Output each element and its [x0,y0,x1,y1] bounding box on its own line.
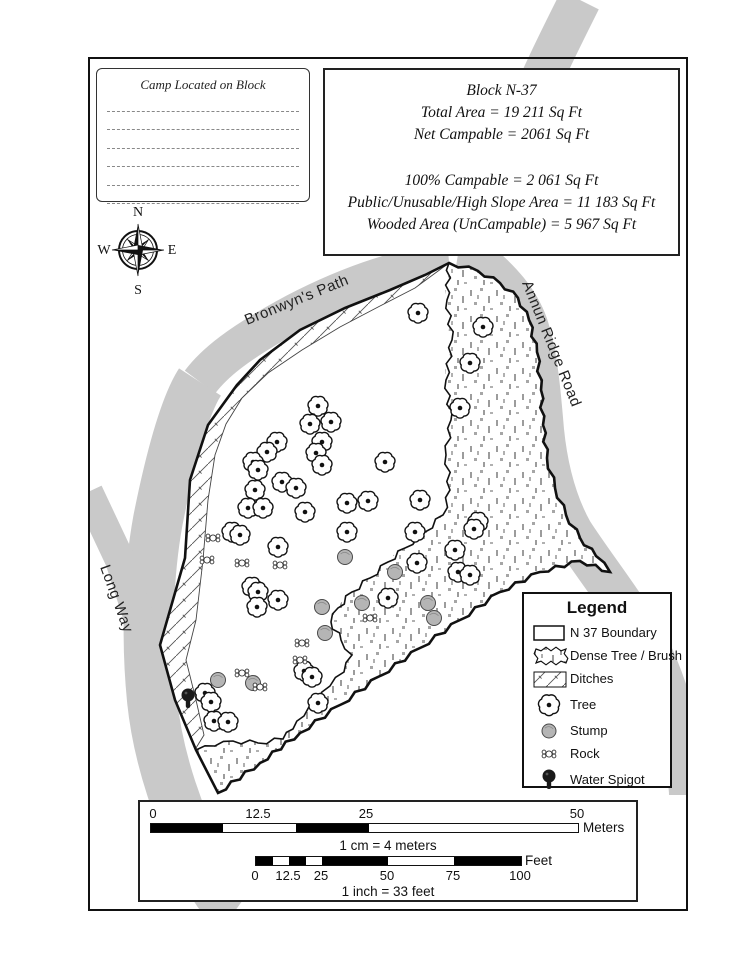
feet-scale-bar [255,856,522,866]
feet-tick: 25 [313,868,329,883]
compass-north-label: N [133,205,143,220]
block-boundary-line [158,261,613,795]
tree-icon [537,693,561,716]
dense-brush-swatch [533,645,569,666]
feet-note: 1 inch = 33 feet [341,884,435,899]
meters-tick: 0 [149,806,157,821]
features-layer [181,302,494,733]
write-in-line[interactable] [107,162,299,167]
legend-label: N 37 Boundary [570,625,657,640]
pct-campable: 100% Campable = 2 061 Sq Ft [404,172,599,189]
legend-label: Dense Tree / Brush [570,648,682,663]
scale-bar-box: 0 12.5 25 50 Meters 1 cm = 4 meters Feet… [138,800,638,902]
legend-item-dense-brush: Dense Tree / Brush [532,644,682,667]
write-in-line[interactable] [107,181,299,186]
write-in-line[interactable] [107,107,299,112]
meters-tick: 25 [358,806,374,821]
water-spigot-icon [542,769,556,789]
public-unusable-area: Public/Unusable/High Slope Area = 11 183… [347,194,656,211]
feet-tick: 100 [509,868,531,883]
write-in-line[interactable] [107,199,299,204]
meters-unit: Meters [583,820,625,835]
legend-label: Rock [570,746,600,761]
dense-brush-area [196,263,610,793]
camp-note-box: Camp Located on Block [96,68,310,204]
write-in-line[interactable] [107,144,299,149]
feet-tick: 75 [445,868,461,883]
legend-item-ditches: Ditches [532,667,670,690]
meters-note: 1 cm = 4 meters [339,838,437,853]
legend-label: Tree [570,697,597,712]
compass-south-label: S [134,283,142,296]
meters-tick: 50 [569,806,585,821]
legend-item-water-spigot: Water Spigot [532,765,670,794]
stump-icon [541,723,557,738]
legend-label: Stump [570,723,608,738]
legend-label: Water Spigot [570,772,645,787]
boundary-swatch [533,624,565,641]
legend-item-stump: Stump [532,719,670,742]
compass-east-label: E [168,243,177,258]
legend-title: Legend [566,598,628,617]
ditches-swatch [533,671,567,687]
feet-tick: 12.5 [275,868,301,883]
road-bronwyns-path [184,243,451,394]
camp-note-title: Camp Located on Block [140,77,266,92]
compass-west-label: W [97,243,111,258]
meters-tick: 12.5 [245,806,271,821]
legend-item-boundary: N 37 Boundary [532,621,670,644]
legend: Legend N 37 Boundary Dense Tree / Brush … [522,592,682,789]
road-long-way-branch [88,485,155,627]
wooded-area: Wooded Area (UnCampable) = 5 967 Sq Ft [366,216,637,233]
total-area: Total Area = 19 211 Sq Ft [420,104,583,121]
feet-tick: 50 [379,868,395,883]
meters-scale-bar [150,823,579,833]
legend-item-rock: Rock [532,742,670,765]
legend-item-tree: Tree [532,690,670,719]
feet-unit: Feet [525,853,553,868]
legend-label: Ditches [570,671,614,686]
write-in-line[interactable] [107,125,299,130]
block-title: Block N-37 [466,82,537,99]
rock-icon [541,749,557,758]
feet-tick: 0 [251,868,259,883]
compass-rose: N E S W [97,205,177,296]
net-campable: Net Campable = 2061 Sq Ft [413,126,590,143]
block-info-box: Block N-37 Total Area = 19 211 Sq Ft Net… [323,68,680,256]
